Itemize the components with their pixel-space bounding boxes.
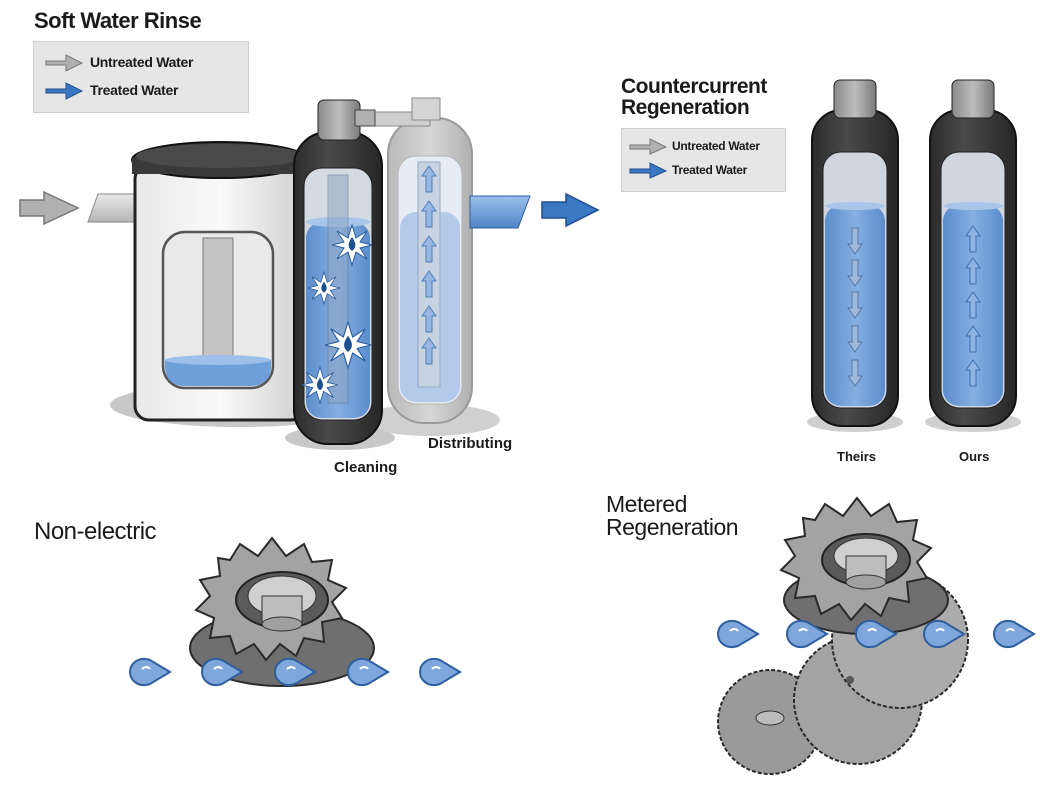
blue-arrow-icon: [629, 162, 668, 179]
countercurrent-title-line1: Countercurrent: [621, 75, 767, 98]
countercurrent-legend: Untreated Water Treated Water: [621, 128, 786, 192]
non-electric-gear-icon: [189, 536, 375, 687]
ours-label: Ours: [959, 449, 990, 464]
cc-legend-treated-row: Treated Water: [628, 161, 747, 179]
distributing-label: Distributing: [428, 435, 513, 452]
cleaning-label: Cleaning: [334, 459, 398, 476]
metered-title-line1: Metered: [606, 491, 687, 517]
legend-treated-row: Treated Water: [44, 80, 178, 100]
non-electric-title: Non-electric: [34, 518, 157, 545]
blue-arrow-icon: [45, 82, 84, 100]
theirs-label: Theirs: [837, 449, 877, 464]
gray-arrow-icon: [629, 138, 668, 155]
cc-legend-untreated-row: Untreated Water: [628, 137, 760, 155]
cc-legend-untreated-label: Untreated Water: [672, 139, 760, 153]
inlet-pipe: [87, 193, 141, 223]
metered-title: Metered Regeneration: [606, 491, 739, 540]
non-electric-drops: [129, 657, 461, 687]
legend-treated-label: Treated Water: [90, 82, 179, 98]
soft-water-legend: Untreated Water Treated Water: [33, 41, 249, 113]
ours-tank: [925, 79, 1021, 432]
metered-title-line2: Regeneration: [606, 514, 739, 540]
outlet-pipe: [469, 195, 531, 229]
legend-untreated-label: Untreated Water: [90, 54, 194, 70]
metered-gears-icon: [717, 496, 969, 775]
countercurrent-title-line2: Regeneration: [621, 96, 750, 119]
inlet-gray-arrow-icon: [19, 190, 80, 226]
countercurrent-title: Countercurrent Regeneration: [621, 76, 767, 118]
metered-drops: [717, 619, 1035, 649]
legend-untreated-row: Untreated Water: [44, 52, 193, 72]
soft-water-rinse-title: Soft Water Rinse: [34, 8, 202, 33]
theirs-tank: [807, 79, 903, 432]
gray-arrow-icon: [45, 54, 84, 72]
cc-legend-treated-label: Treated Water: [672, 163, 748, 177]
cleaning-tank-cap: [317, 99, 361, 141]
outlet-blue-arrow-icon: [541, 192, 600, 228]
